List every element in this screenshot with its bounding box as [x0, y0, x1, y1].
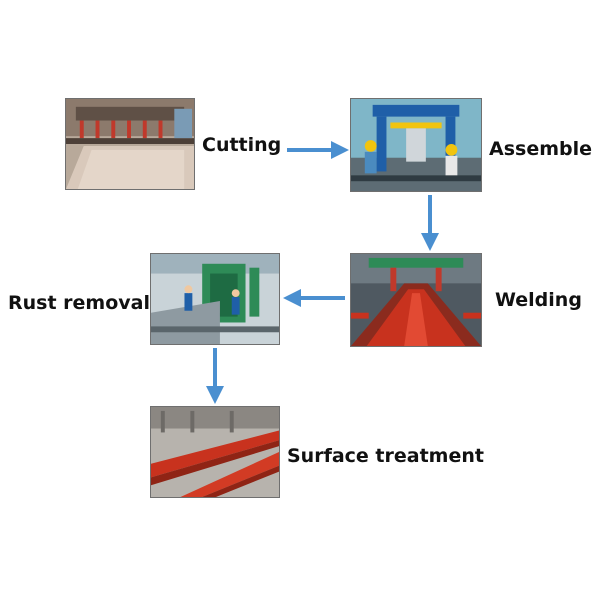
step-label-surface-treatment: Surface treatment: [287, 445, 484, 467]
arrow-left-icon: [283, 288, 345, 308]
shot-blasting-photo: [150, 253, 280, 345]
arrow-down-icon: [420, 195, 440, 251]
arrow-down-icon: [205, 348, 225, 404]
step-label-assemble: Assemble: [489, 138, 593, 160]
step-label-cutting: Cutting: [202, 134, 282, 156]
assembly-gantry-photo: [350, 98, 482, 192]
step-label-rust-removal: Rust removal: [8, 292, 150, 314]
welding-line-photo: [350, 253, 482, 347]
arrow-right-icon: [287, 140, 349, 160]
cutting-machine-photo: [65, 98, 195, 190]
step-label-welding: Welding: [495, 289, 582, 311]
painted-beams-photo: [150, 406, 280, 498]
